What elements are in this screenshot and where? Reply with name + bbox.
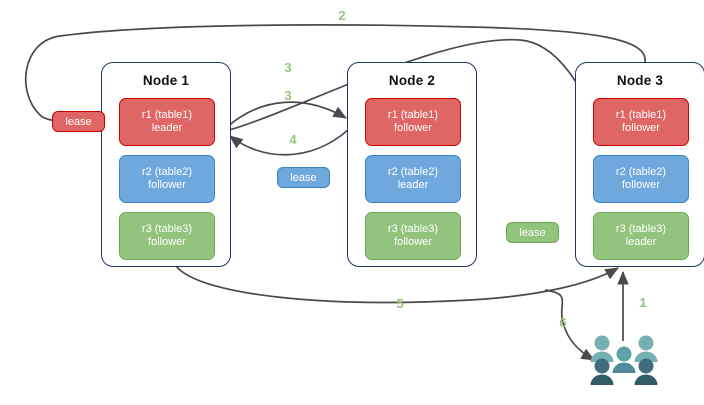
arrow-2: [24, 24, 646, 127]
edge-label-5: 5: [396, 296, 404, 311]
replica-name: r1 (table1): [387, 108, 439, 121]
replica-name: r2 (table2): [615, 165, 667, 178]
replica-n3-r2[interactable]: r2 (table2) follower: [593, 155, 689, 203]
replica-name: r1 (table1): [615, 108, 667, 121]
replica-role: follower: [622, 122, 660, 134]
replica-name: r2 (table2): [387, 165, 439, 178]
replica-name: r1 (table1): [141, 108, 193, 121]
arrow-5: [175, 265, 619, 304]
replica-name: r3 (table3): [387, 222, 439, 235]
node-card-3[interactable]: Node 3 r1 (table1) follower r2 (table2) …: [575, 62, 704, 267]
replica-name: r3 (table3): [141, 222, 193, 235]
replica-n1-r1[interactable]: r1 (table1) leader: [119, 98, 215, 146]
replica-n1-r3[interactable]: r3 (table3) follower: [119, 212, 215, 260]
replica-n3-r3[interactable]: r3 (table3) leader: [593, 212, 689, 260]
arrow-3-lower: [225, 101, 347, 129]
edge-label-1: 1: [639, 295, 647, 310]
replica-role: follower: [148, 179, 186, 191]
replica-name: r3 (table3): [615, 222, 667, 235]
node-title-1: Node 1: [142, 73, 190, 88]
replica-role: follower: [394, 236, 432, 248]
edge-label-3-upper: 3: [284, 60, 292, 75]
users-group-icon: [590, 335, 658, 385]
replica-n2-r1[interactable]: r1 (table1) follower: [365, 98, 461, 146]
replica-role: leader: [625, 236, 657, 248]
arrow-6: [544, 289, 595, 361]
replica-role: follower: [394, 122, 432, 134]
replica-name: r2 (table2): [141, 165, 193, 178]
node-card-2[interactable]: Node 2 r1 (table1) follower r2 (table2) …: [347, 62, 477, 267]
edge-label-6: 6: [559, 315, 567, 330]
replica-role: follower: [622, 179, 660, 191]
replica-n2-r3[interactable]: r3 (table3) follower: [365, 212, 461, 260]
replica-n2-r2[interactable]: r2 (table2) leader: [365, 155, 461, 203]
edge-label-4: 4: [289, 132, 297, 147]
replica-role: follower: [148, 236, 186, 248]
lease-badge-r3[interactable]: lease: [506, 222, 559, 243]
lease-badge-r1[interactable]: lease: [52, 111, 105, 132]
lease-badge-r2[interactable]: lease: [277, 167, 330, 188]
replica-n3-r1[interactable]: r1 (table1) follower: [593, 98, 689, 146]
arrow-4: [229, 129, 349, 156]
node-title-2: Node 2: [388, 73, 436, 88]
edge-label-2: 2: [338, 8, 346, 23]
replica-n1-r2[interactable]: r2 (table2) follower: [119, 155, 215, 203]
edge-label-3-lower: 3: [284, 88, 292, 103]
node-title-3: Node 3: [616, 73, 664, 88]
node-card-1[interactable]: Node 1 r1 (table1) leader r2 (table2) fo…: [101, 62, 231, 267]
replica-role: leader: [397, 179, 429, 191]
replica-role: leader: [151, 122, 183, 134]
